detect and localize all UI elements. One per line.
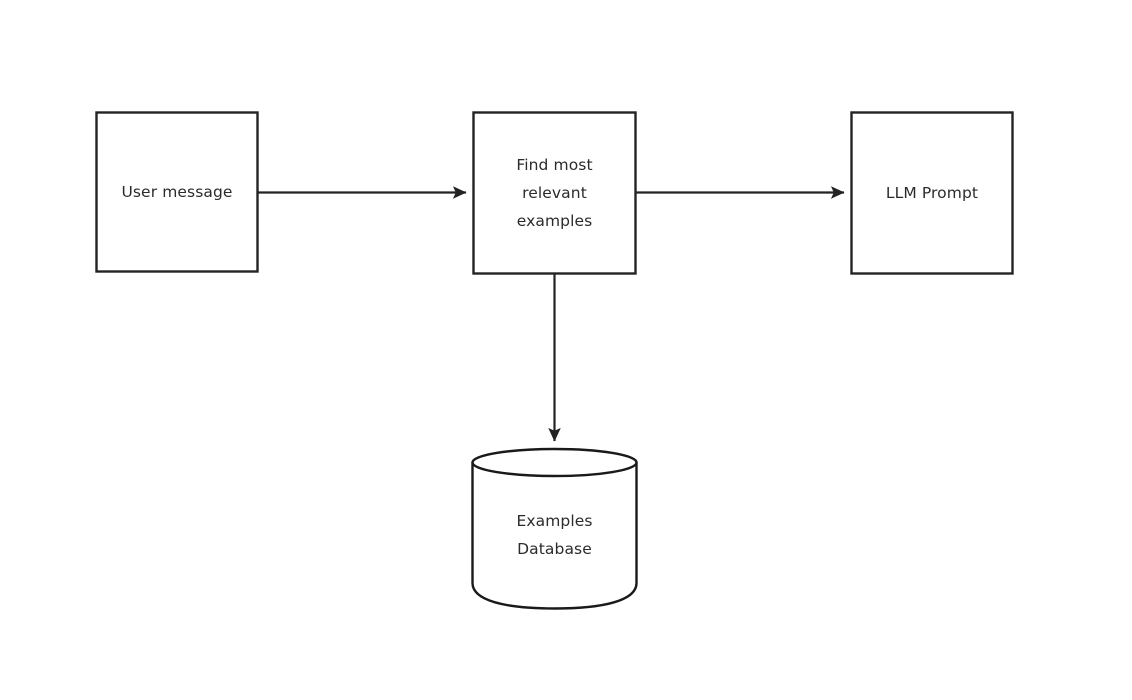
node-examples-database-shape[interactable]	[471, 447, 638, 610]
node-find-examples-shape[interactable]	[472, 111, 637, 275]
node-user-message-shape[interactable]	[95, 111, 259, 273]
cylinder-top-ellipse	[471, 447, 638, 478]
node-llm-prompt-shape[interactable]	[850, 111, 1014, 275]
